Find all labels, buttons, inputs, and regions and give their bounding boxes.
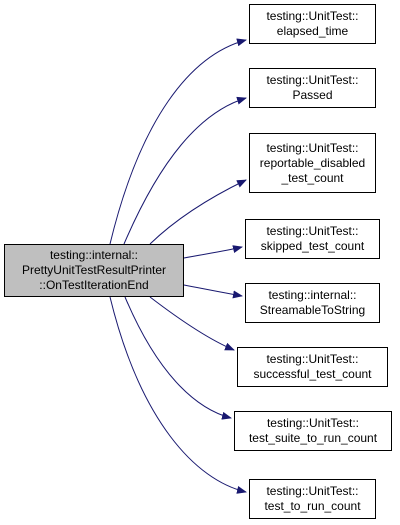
edge-to-successful-test-count [149,296,235,351]
edge-to-reportable-disabled-test-count [149,179,247,245]
edge-to-test-to-run-count [109,296,247,494]
callee-node-label-line-1: testing::UnitTest:: [266,484,359,498]
callee-node-label-line-1: testing::UnitTest:: [266,416,360,430]
callee-node-passed[interactable]: testing::UnitTest:: Passed [249,68,376,108]
callee-node-label-line-2: Passed [292,88,333,102]
callee-node-test-to-run-count[interactable]: testing::UnitTest:: test_to_run_count [249,479,376,519]
callee-node-label-line-2: successful_test_count [253,367,372,381]
callee-node-label-line-1: testing::UnitTest:: [266,224,359,238]
edge-to-elapsed-time [109,38,247,245]
callee-node-test-suite-to-run-count[interactable]: testing::UnitTest:: test_suite_to_run_co… [234,411,392,451]
callee-node-label-line-2: elapsed_time [276,24,349,38]
callee-node-label-line-2: reportable_disabled [259,155,366,170]
root-function-node[interactable]: testing::internal:: PrettyUnitTestResult… [4,244,184,297]
root-function-line-1: testing::internal:: [49,248,139,262]
edge-to-test-suite-to-run-count [124,296,232,420]
edge-to-streamable-to-string [183,284,243,299]
callee-node-label-line-2: skipped_test_count [260,239,365,253]
callee-node-streamable-to-string[interactable]: testing::internal:: StreamableToString [245,283,380,323]
callee-node-label-line-1: testing::internal:: [268,288,357,302]
callee-node-elapsed-time[interactable]: testing::UnitTest:: elapsed_time [249,4,376,44]
root-function-line-2: PrettyUnitTestResultPrinter [21,263,167,277]
callee-node-label-line-3: _test_count [281,170,344,185]
callee-node-label-line-1: testing::UnitTest:: [266,140,359,155]
callee-node-reportable-disabled-test-count[interactable]: testing::UnitTest:: reportable_disabled … [249,133,376,193]
root-function-line-3: ::OnTestIterationEnd [39,278,149,292]
edge-to-skipped-test-count [183,245,243,259]
callee-node-label-line-2: test_to_run_count [264,499,361,513]
callee-node-successful-test-count[interactable]: testing::UnitTest:: successful_test_coun… [237,347,388,387]
callee-node-label-line-1: testing::UnitTest:: [266,352,359,366]
callee-node-label-line-2: StreamableToString [259,303,366,317]
callee-node-skipped-test-count[interactable]: testing::UnitTest:: skipped_test_count [245,219,380,259]
edge-to-passed [123,96,247,245]
callee-node-label-line-1: testing::UnitTest:: [266,73,359,87]
callee-node-label-line-1: testing::UnitTest:: [266,9,359,23]
callee-node-label-line-2: test_suite_to_run_count [248,431,378,445]
